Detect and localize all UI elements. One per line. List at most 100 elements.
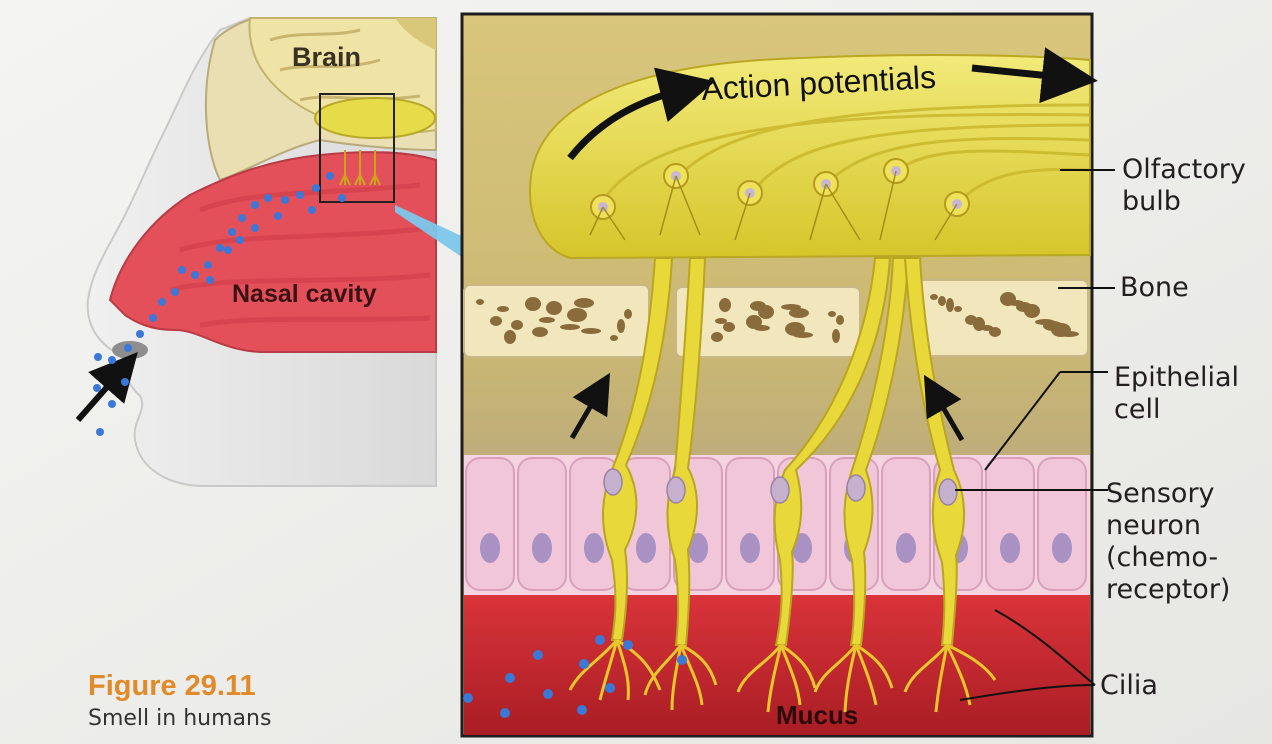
bone-pore xyxy=(750,301,766,311)
bone-pore xyxy=(832,329,840,343)
bone-pore xyxy=(715,318,727,324)
callout-epithelial-cell: Epithelial cell xyxy=(1114,362,1239,426)
epithelial-nucleus xyxy=(896,533,916,563)
callout-cilia: Cilia xyxy=(1100,670,1158,702)
odorant-molecule xyxy=(224,246,232,254)
bone-pore xyxy=(546,301,562,315)
odorant-molecule xyxy=(623,640,633,650)
bone-pore xyxy=(490,316,502,326)
odorant-molecule xyxy=(505,673,515,683)
bone-pore xyxy=(497,306,509,312)
odorant-molecule xyxy=(96,428,104,436)
odorant-molecule xyxy=(264,194,272,202)
odorant-molecule xyxy=(595,635,605,645)
epithelial-nucleus xyxy=(740,533,760,563)
odorant-molecule xyxy=(577,705,587,715)
callout-olfactory-bulb: Olfactory bulb xyxy=(1122,154,1246,218)
odorant-molecule xyxy=(228,228,236,236)
odorant-molecule xyxy=(158,298,166,306)
odorant-molecule xyxy=(178,266,186,274)
head-olfactory-bulb xyxy=(315,98,435,138)
odorant-molecule xyxy=(121,378,129,386)
figure-number: Figure 29.11 xyxy=(88,670,256,703)
bone-pore xyxy=(539,317,555,323)
odorant-molecule xyxy=(274,212,282,220)
odorant-molecule xyxy=(93,384,101,392)
odorant-molecule xyxy=(281,196,289,204)
bone-pore xyxy=(781,304,801,310)
figure-caption: Smell in humans xyxy=(88,706,271,731)
epithelial-cell xyxy=(466,458,514,590)
odorant-molecule xyxy=(136,330,144,338)
epithelial-nucleus xyxy=(532,533,552,563)
odorant-molecule xyxy=(296,191,304,199)
bone-pore xyxy=(560,324,580,330)
epithelial-cell xyxy=(726,458,774,590)
bone-pore xyxy=(785,322,805,336)
bone-pore xyxy=(525,297,541,311)
mucus-label: Mucus xyxy=(776,700,858,730)
callout-bone: Bone xyxy=(1120,272,1189,304)
bone-pore xyxy=(574,298,594,308)
epithelial-cell xyxy=(518,458,566,590)
epithelial-cell xyxy=(882,458,930,590)
bone-pore xyxy=(581,328,601,334)
odorant-molecule xyxy=(108,400,116,408)
odorant-molecule xyxy=(216,244,224,252)
bone-pore xyxy=(476,299,484,305)
odorant-molecule xyxy=(326,172,334,180)
epithelial-nucleus xyxy=(480,533,500,563)
brain-label: Brain xyxy=(292,42,361,72)
bone-pore xyxy=(567,308,587,322)
odorant-molecule xyxy=(124,344,132,352)
epithelial-nucleus xyxy=(1052,533,1072,563)
bone-pore xyxy=(828,311,836,317)
odorant-molecule xyxy=(204,261,212,269)
bone-pore xyxy=(504,330,516,344)
odorant-molecule xyxy=(171,288,179,296)
nasal-cavity-label: Nasal cavity xyxy=(232,280,377,308)
odorant-molecule xyxy=(149,314,157,322)
bone-pore xyxy=(723,322,735,332)
bone-pore xyxy=(511,320,523,330)
odorant-molecule xyxy=(308,206,316,214)
bone-pore xyxy=(711,332,723,342)
odorant-molecule xyxy=(94,353,102,361)
odorant-molecule xyxy=(543,689,553,699)
epithelial-nucleus xyxy=(636,533,656,563)
detail-panel xyxy=(462,14,1092,736)
odorant-molecule xyxy=(338,194,346,202)
bone-pore xyxy=(930,294,938,300)
bone-pore xyxy=(617,319,625,333)
odorant-molecule xyxy=(677,655,687,665)
bone-pore xyxy=(938,296,946,306)
bone-pore xyxy=(1024,304,1040,318)
bone-pore xyxy=(954,306,962,312)
epithelial-nucleus xyxy=(584,533,604,563)
odorant-molecule xyxy=(463,693,473,703)
odorant-molecule xyxy=(579,659,589,669)
odorant-molecule xyxy=(605,683,615,693)
bone-pore xyxy=(1059,331,1079,337)
odorant-molecule xyxy=(251,201,259,209)
bone-pore xyxy=(989,327,1001,337)
epithelial-nucleus xyxy=(1000,533,1020,563)
odorant-molecule xyxy=(108,356,116,364)
odorant-molecule xyxy=(500,708,510,718)
callout-sensory-neuron: Sensory neuron (chemo- receptor) xyxy=(1106,478,1230,606)
odorant-molecule xyxy=(206,276,214,284)
odorant-molecule xyxy=(251,224,259,232)
bone-pore xyxy=(746,315,762,329)
bone-pore xyxy=(610,335,618,341)
bone-layer xyxy=(464,280,1088,357)
bone-pore xyxy=(836,315,844,325)
odorant-molecule xyxy=(533,650,543,660)
bone-pore xyxy=(624,309,632,319)
epithelial-cell xyxy=(1038,458,1086,590)
bone-pore xyxy=(532,327,548,337)
bone-pore xyxy=(719,298,731,312)
odorant-molecule xyxy=(312,184,320,192)
epithelial-cell xyxy=(986,458,1034,590)
